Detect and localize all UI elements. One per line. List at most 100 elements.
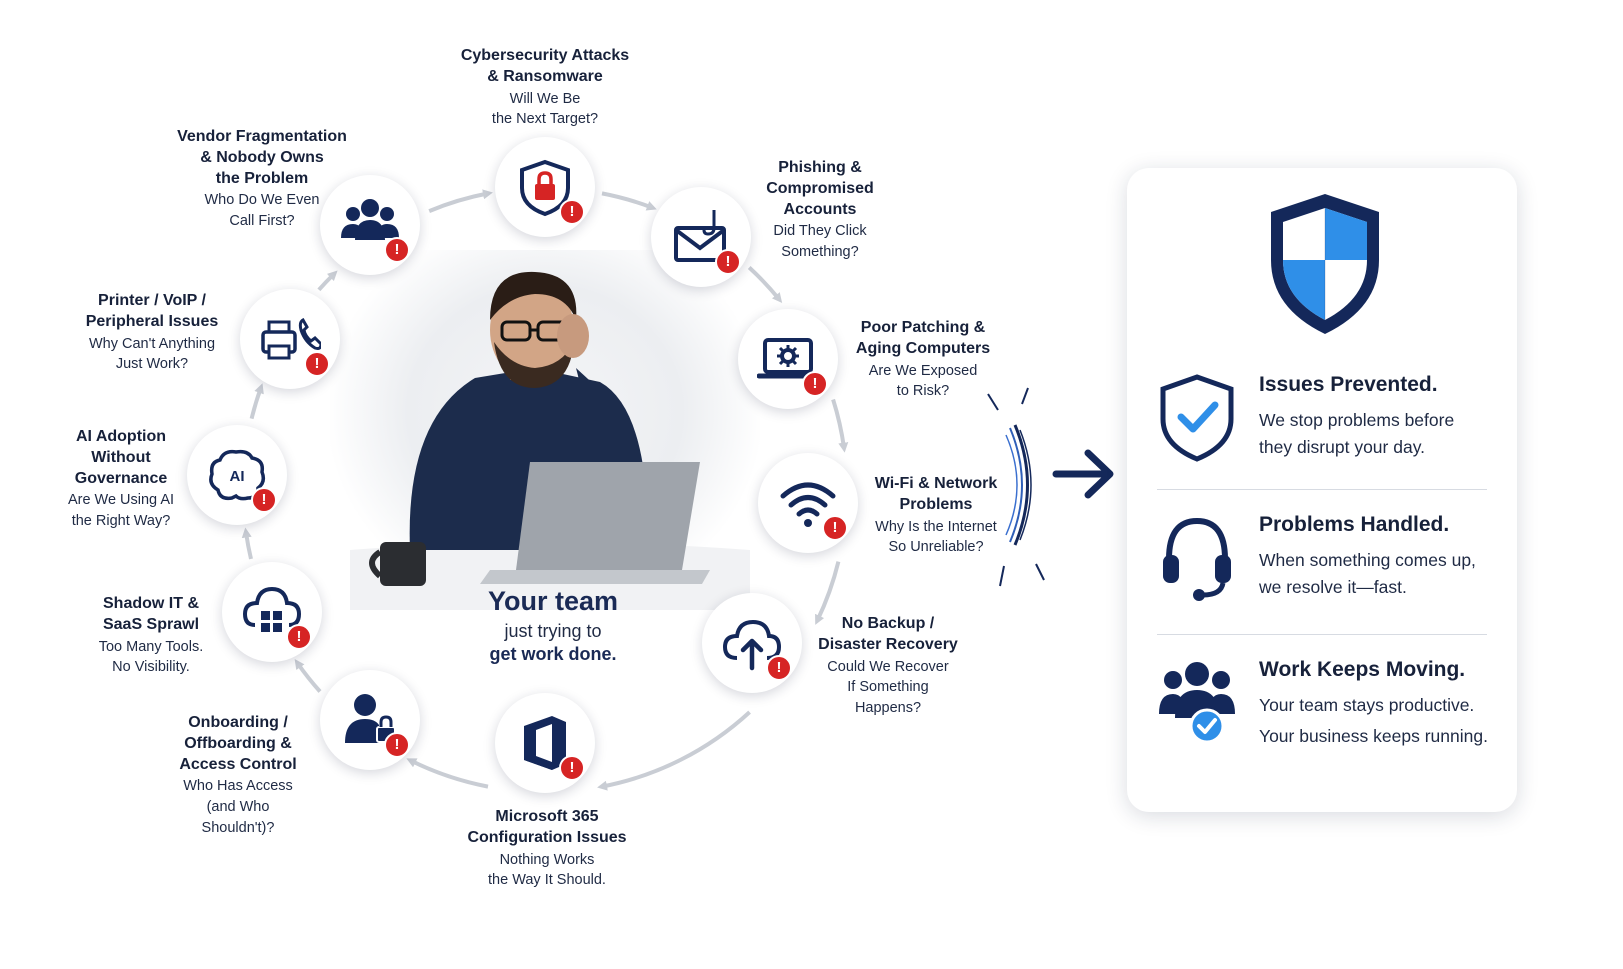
- issue-node-ai: AI !: [187, 425, 287, 525]
- issue-question-line: Could We Recover: [827, 658, 949, 675]
- benefit-title: Problems Handled.: [1259, 513, 1450, 536]
- issue-question-line: (and Who: [206, 799, 270, 816]
- issue-title-line: & Ransomware: [487, 67, 603, 85]
- issue-node-vendor: !: [320, 175, 420, 275]
- issue-title-line: Onboarding /: [188, 714, 288, 731]
- issue-node-patching: !: [738, 309, 838, 409]
- alert-icon: !: [304, 351, 330, 377]
- issue-question-line: the Right Way?: [71, 513, 171, 530]
- issue-title-line: Governance: [74, 469, 168, 487]
- alert-icon: !: [384, 732, 410, 758]
- issue-question-line: No Visibility.: [112, 659, 190, 676]
- issue-question-line: Just Work?: [115, 356, 189, 373]
- alert-icon: !: [802, 371, 828, 397]
- center-title: Your team: [487, 586, 619, 616]
- benefit-body-line: they disrupt your day.: [1259, 437, 1426, 458]
- stressed-worker-illustration: [330, 250, 760, 610]
- benefit-body-line: We stop problems before: [1259, 410, 1455, 430]
- issue-node-printer: !: [240, 289, 340, 389]
- issue-node-wifi: !: [758, 453, 858, 553]
- shield-check-icon: [1160, 374, 1234, 462]
- issue-question-line: the Next Target?: [491, 111, 599, 128]
- ring-arrow: [428, 189, 493, 213]
- cloud-upload-icon: [722, 619, 782, 671]
- benefit-title: Work Keeps Moving.: [1259, 658, 1466, 681]
- protection-shield-icon: [1271, 194, 1379, 334]
- ring-arrow: [241, 527, 253, 560]
- issue-title-line: Offboarding &: [184, 734, 292, 752]
- center-caption: Your team just trying to get work done.: [442, 586, 664, 665]
- issue-title-line: Without: [91, 448, 151, 466]
- issue-title-line: Disaster Recovery: [818, 635, 958, 653]
- divider: [1157, 489, 1487, 490]
- issue-title-line: Configuration Issues: [467, 828, 627, 846]
- issue-question-line: Call First?: [229, 213, 295, 230]
- people-group-icon: [341, 199, 399, 240]
- benefit-body-line: Your business keeps running.: [1259, 726, 1488, 747]
- svg-text:AI: AI: [230, 468, 245, 485]
- issue-title-line: Access Control: [179, 755, 297, 773]
- issue-node-backup: !: [702, 593, 802, 693]
- issue-question-line: Why Is the Internet: [875, 518, 997, 535]
- center-line1: just trying to: [504, 621, 602, 641]
- ring-arrow: [406, 758, 489, 789]
- alert-icon: !: [822, 515, 848, 541]
- issue-question-line: Are We Using AI: [67, 492, 175, 509]
- alert-icon: !: [559, 755, 585, 781]
- issue-question-line: Who Do We Even: [204, 192, 320, 209]
- issue-title-line: Problems: [899, 495, 973, 513]
- issue-question-line: Shouldn't)?: [201, 820, 275, 837]
- wifi-icon: [780, 482, 836, 527]
- ring-arrow: [294, 659, 322, 693]
- issue-title-line: SaaS Sprawl: [102, 615, 200, 633]
- issue-question-line: Too Many Tools.: [98, 638, 204, 655]
- benefit-title: Issues Prevented.: [1259, 373, 1438, 396]
- issue-title-line: the Problem: [215, 169, 309, 187]
- alert-icon: !: [559, 199, 585, 225]
- issue-question-line: If Something: [847, 679, 929, 696]
- issue-node-phishing: !: [651, 187, 751, 287]
- alert-icon: !: [715, 249, 741, 275]
- phishing-email-icon: [674, 210, 726, 262]
- issue-title-line: Compromised: [766, 179, 874, 197]
- issue-question-line: to Risk?: [896, 383, 950, 400]
- issue-title-line: Cybersecurity Attacks: [460, 47, 630, 64]
- team-check-icon: [1159, 662, 1235, 744]
- issue-question-line: Why Can't Anything: [88, 335, 216, 352]
- issue-title-line: AI Adoption: [75, 428, 167, 445]
- divider: [1157, 634, 1487, 635]
- issue-question-line: So Unreliable?: [888, 539, 984, 556]
- benefit-body-line: When something comes up,: [1259, 550, 1476, 570]
- benefit-body-line: we resolve it—fast.: [1259, 577, 1407, 598]
- alert-icon: !: [251, 487, 277, 513]
- issue-title-line: Accounts: [783, 200, 857, 218]
- ring-arrow: [815, 561, 841, 625]
- issue-node-m365: !: [495, 693, 595, 793]
- issue-question-line: Nothing Works: [499, 851, 595, 868]
- headset-icon: [1163, 517, 1231, 601]
- issue-title-line: Phishing &: [778, 159, 862, 176]
- issue-question-line: the Way It Should.: [488, 872, 606, 889]
- transition-swoosh: [987, 387, 1045, 587]
- ring-arrow: [831, 398, 849, 453]
- arrow-right-icon: [1052, 449, 1114, 499]
- alert-icon: !: [286, 624, 312, 650]
- issue-title-line: Printer / VoIP /: [98, 292, 206, 309]
- center-line2: get work done.: [489, 644, 617, 664]
- issue-title-line: Peripheral Issues: [85, 312, 219, 330]
- issue-question-line: Did They Click: [773, 223, 867, 240]
- issue-title-line: Shadow IT &: [103, 595, 199, 612]
- benefits-card: Issues Prevented. We stop problems befor…: [1127, 168, 1517, 812]
- issue-node-access: !: [320, 670, 420, 770]
